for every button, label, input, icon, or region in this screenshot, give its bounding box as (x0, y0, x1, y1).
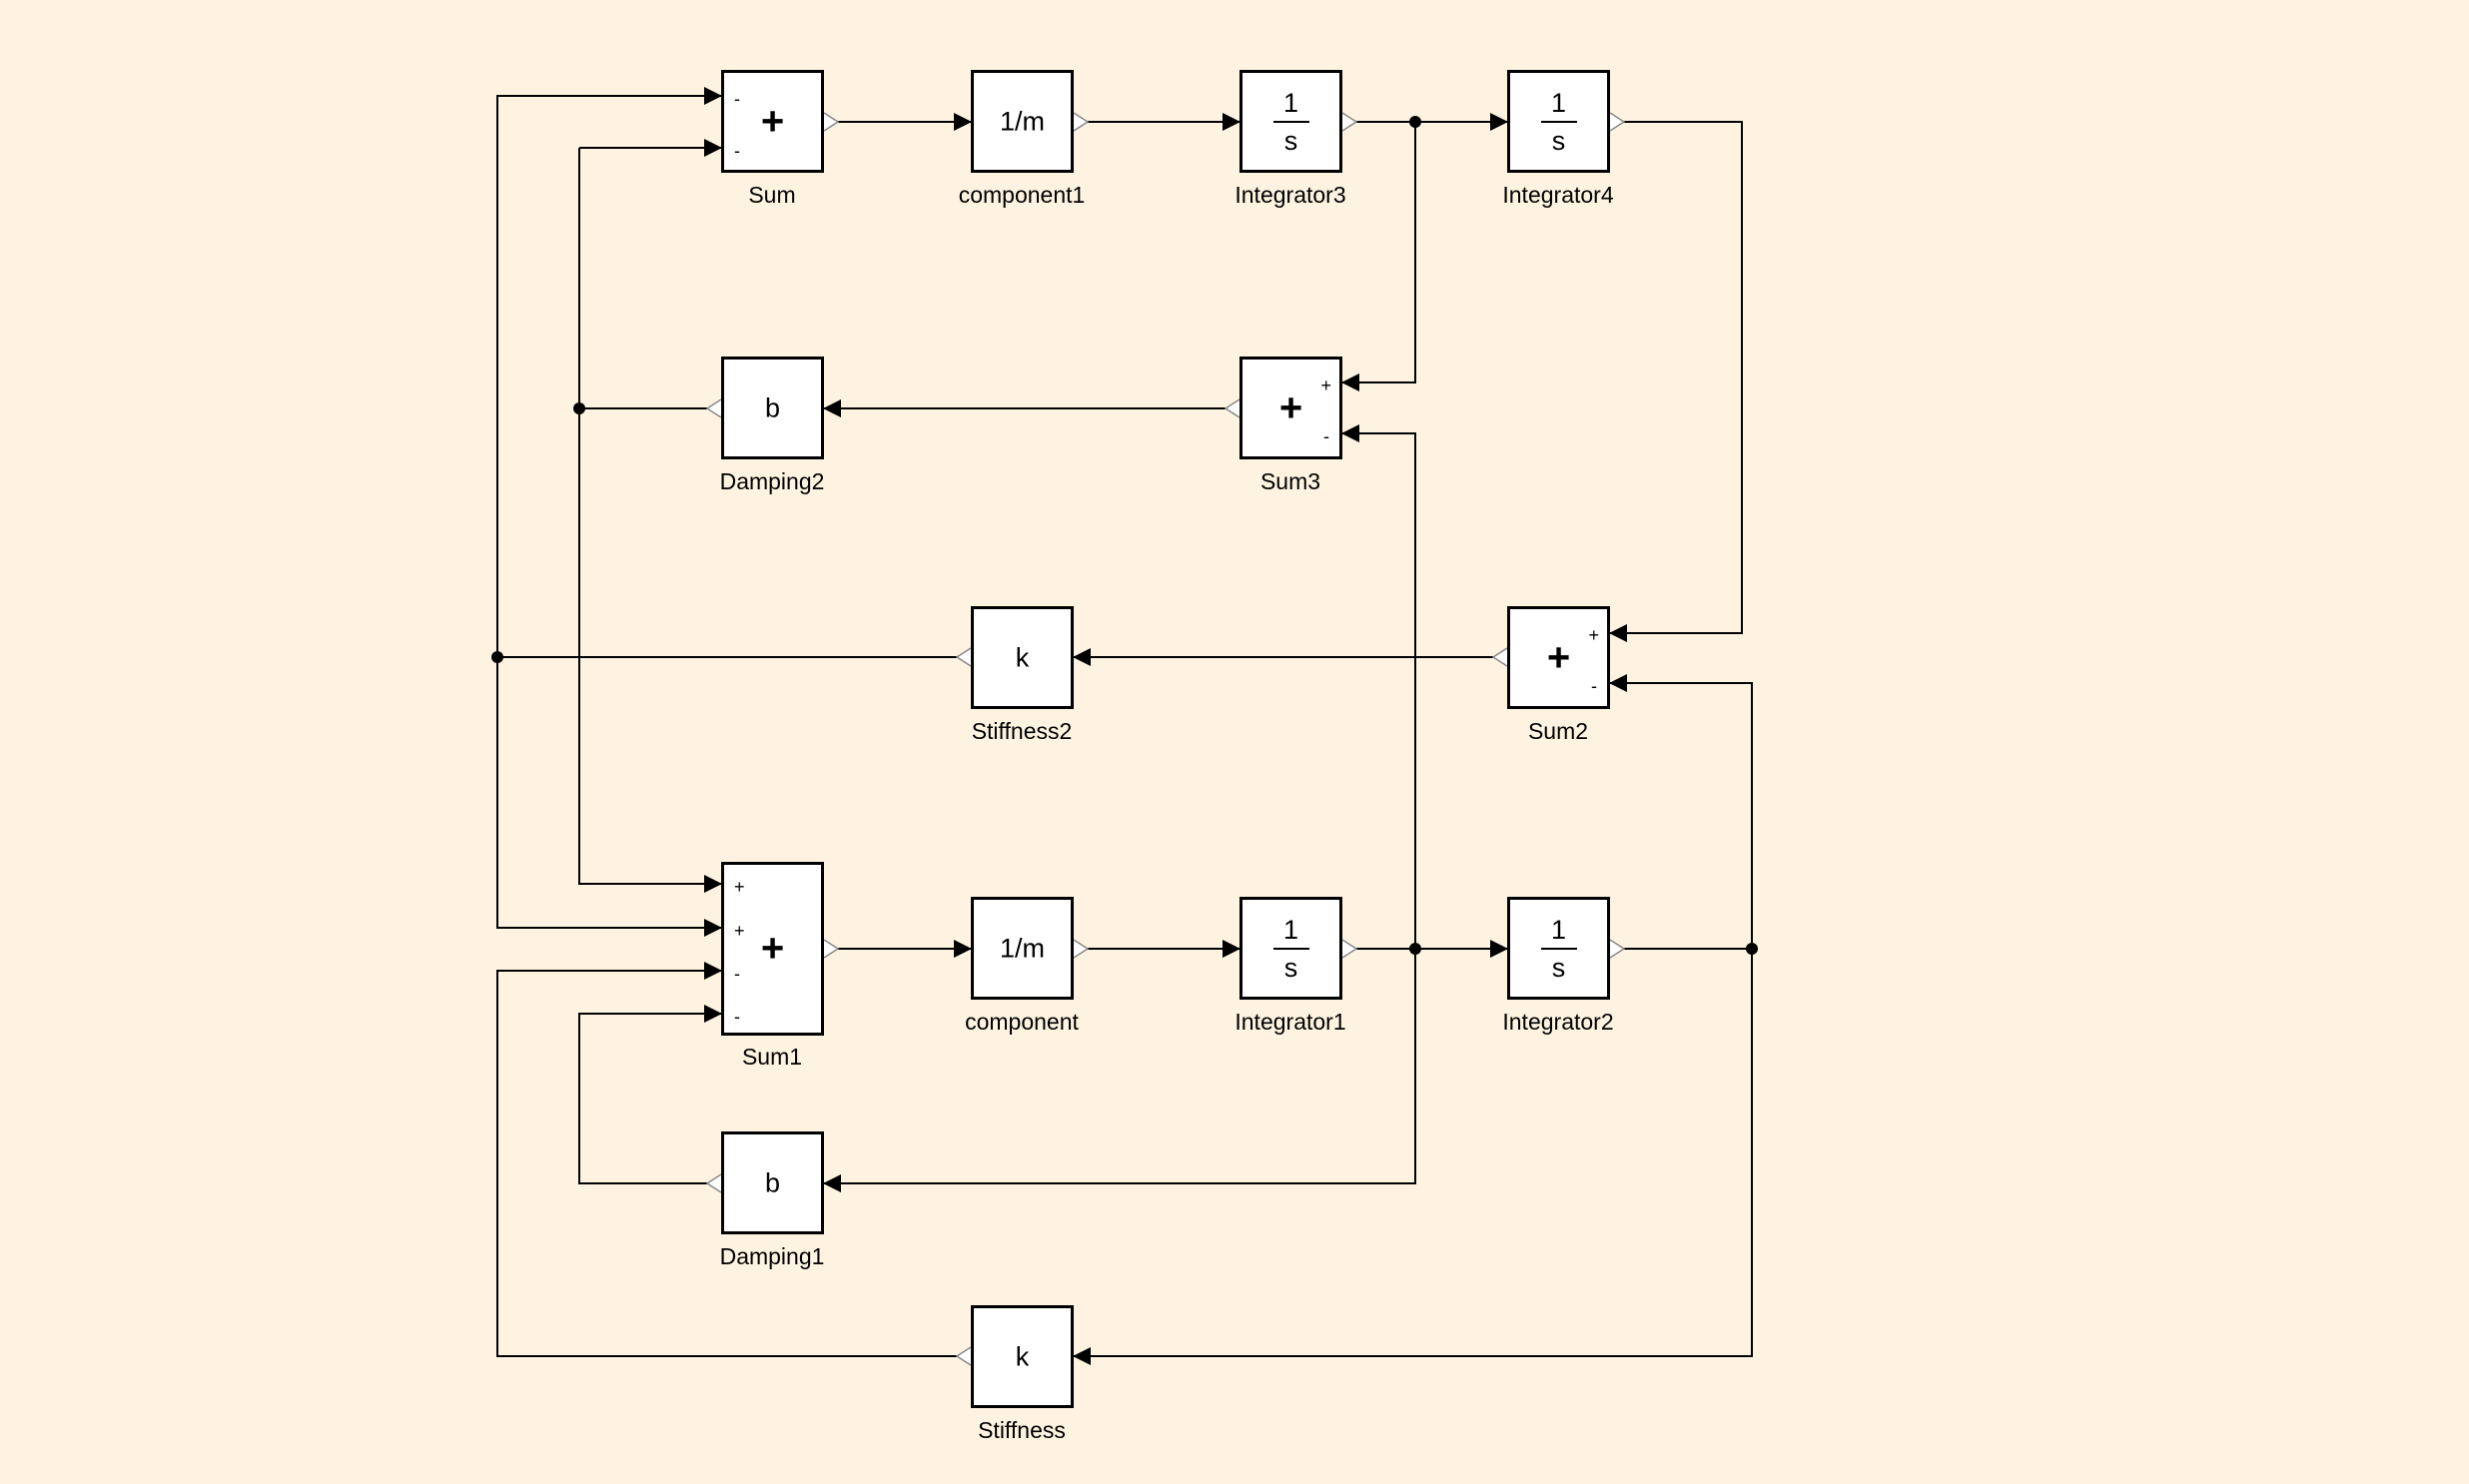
gain-glyph: k (1015, 642, 1030, 672)
wire-damping2-to-sum1[interactable] (578, 148, 722, 893)
sum3-input-sign: - (1323, 426, 1329, 446)
integrator2-block[interactable]: 1 s (1507, 897, 1610, 1000)
output-port-icon[interactable] (1341, 939, 1358, 959)
denominator: s (1551, 125, 1566, 156)
component1-label[interactable]: component1 (958, 182, 1086, 208)
sum-block[interactable]: + - - (721, 70, 824, 173)
output-port-icon[interactable] (1073, 939, 1090, 959)
sum-input-sign: - (734, 141, 740, 161)
branch-junction-dot (1409, 943, 1421, 955)
damping2-label[interactable]: Damping2 (719, 468, 825, 494)
denominator: s (1551, 952, 1566, 983)
gain-glyph: 1/m (999, 106, 1045, 136)
output-port-icon[interactable] (823, 939, 840, 959)
numerator: 1 (1282, 914, 1299, 945)
wire-velocity2-to-sum3[interactable] (1341, 424, 1416, 1183)
sum1-input-sign: + (734, 921, 745, 941)
wire-damping1-to-sum1[interactable] (578, 1005, 722, 1184)
fraction-bar (1540, 120, 1577, 123)
wire-stiffness2-to-sum[interactable] (496, 87, 722, 657)
sum2-input-sign: - (1591, 676, 1597, 696)
integrator3-label[interactable]: Integrator3 (1234, 182, 1346, 208)
wire-stiffness-to-sum1[interactable] (496, 962, 957, 1357)
sum-plus-glyph: + (1278, 385, 1303, 429)
damping1-block[interactable]: b (721, 1131, 824, 1234)
output-port-icon[interactable] (1609, 112, 1626, 132)
damping1-label[interactable]: Damping1 (719, 1243, 825, 1269)
sum2-input-sign: + (1588, 625, 1599, 645)
wire-velocity2-to-damping1[interactable] (823, 949, 1416, 1192)
numerator: 1 (1550, 914, 1567, 945)
component-label[interactable]: component (965, 1009, 1079, 1035)
fraction-bar (1272, 120, 1309, 123)
branch-junction-dot (1746, 943, 1758, 955)
sum1-input-sign: - (734, 964, 740, 984)
sum-plus-glyph: + (1546, 635, 1571, 679)
denominator: s (1283, 952, 1298, 983)
numerator: 1 (1550, 87, 1567, 118)
wire-stiffness2-to-sum1[interactable] (496, 657, 722, 937)
output-port-icon[interactable] (1224, 398, 1240, 418)
sum2-label[interactable]: Sum2 (1527, 718, 1589, 744)
sum3-input-sign: + (1320, 375, 1331, 395)
component1-block[interactable]: 1/m (971, 70, 1074, 173)
sum-plus-glyph: + (760, 926, 785, 971)
sum1-input-sign: + (734, 877, 745, 897)
sum-plus-glyph: + (760, 99, 785, 143)
component-block[interactable]: 1/m (971, 897, 1074, 1000)
sum3-label[interactable]: Sum3 (1259, 468, 1321, 494)
output-port-icon[interactable] (1609, 939, 1626, 959)
gain-glyph: b (764, 392, 781, 422)
fraction-bar (1272, 947, 1309, 950)
stiffness-block[interactable]: k (971, 1305, 1074, 1408)
branch-junction-dot (491, 651, 503, 663)
sum2-block[interactable]: + + - (1507, 606, 1610, 709)
sum1-input-sign: - (734, 1007, 740, 1027)
output-port-icon[interactable] (1341, 112, 1358, 132)
branch-junction-dot (573, 402, 585, 414)
sum1-block[interactable]: + + + - - (721, 862, 824, 1036)
gain-glyph: b (764, 1167, 781, 1197)
stiffness2-label[interactable]: Stiffness2 (971, 718, 1073, 744)
stiffness-label[interactable]: Stiffness (978, 1417, 1066, 1443)
integrator2-label[interactable]: Integrator2 (1502, 1009, 1614, 1035)
wire-position2-to-stiffness[interactable] (1073, 949, 1753, 1365)
gain-glyph: 1/m (999, 933, 1045, 963)
damping2-block[interactable]: b (721, 357, 824, 459)
wire-integrator4-to-sum2[interactable] (1609, 121, 1743, 642)
sum1-label[interactable]: Sum1 (741, 1044, 803, 1070)
output-port-icon[interactable] (1073, 112, 1090, 132)
integrator1-block[interactable]: 1 s (1239, 897, 1342, 1000)
gain-glyph: k (1015, 1341, 1030, 1371)
wire-position2-to-sum2[interactable] (1609, 674, 1753, 949)
branch-junction-dot (1409, 116, 1421, 128)
fraction-bar (1540, 947, 1577, 950)
numerator: 1 (1282, 87, 1299, 118)
stiffness2-block[interactable]: k (971, 606, 1074, 709)
sum-label[interactable]: Sum (748, 182, 796, 208)
output-port-icon[interactable] (823, 112, 840, 132)
transfer-fraction: 1 s (1510, 915, 1607, 983)
sum-input-sign: - (734, 89, 740, 109)
output-port-icon[interactable] (955, 1346, 972, 1366)
output-port-icon[interactable] (705, 1173, 722, 1193)
sum3-block[interactable]: + + - (1239, 357, 1342, 459)
denominator: s (1283, 125, 1298, 156)
integrator3-block[interactable]: 1 s (1239, 70, 1342, 173)
integrator4-block[interactable]: 1 s (1507, 70, 1610, 173)
output-port-icon[interactable] (955, 647, 972, 667)
transfer-fraction: 1 s (1242, 915, 1339, 983)
output-port-icon[interactable] (705, 398, 722, 418)
transfer-fraction: 1 s (1242, 88, 1339, 156)
output-port-icon[interactable] (1491, 647, 1508, 667)
integrator1-label[interactable]: Integrator1 (1234, 1009, 1346, 1035)
wire-velocity1-to-sum3[interactable] (1341, 122, 1416, 391)
integrator4-label[interactable]: Integrator4 (1502, 182, 1614, 208)
transfer-fraction: 1 s (1510, 88, 1607, 156)
